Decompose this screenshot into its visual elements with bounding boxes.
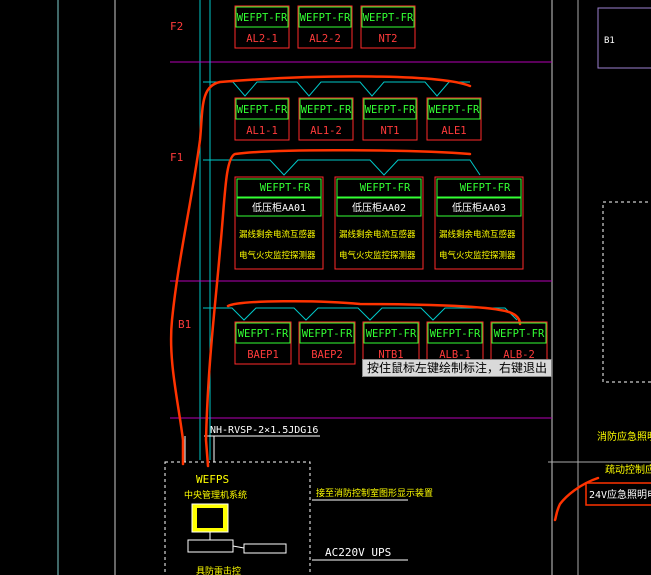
floor-label-f2: F2	[170, 20, 183, 33]
b1-module[interactable]: WEFPT-FR ALB-1	[426, 321, 484, 365]
bus-b1-modules	[203, 307, 518, 321]
module-id: NT1	[381, 125, 400, 137]
module-id: AL2-2	[309, 33, 341, 45]
panel-model: WEFPT-FR	[260, 182, 311, 194]
module-id: BAEP2	[311, 349, 343, 361]
right-panel-label: B1	[604, 36, 615, 46]
module-id: NT2	[379, 33, 398, 45]
module-id: ALB-1	[439, 349, 471, 361]
panel-line1: 漏线剩余电流互感器	[339, 229, 416, 240]
bus-f1-modules	[203, 81, 470, 97]
f1-module[interactable]: WEFPT-FR NT1	[362, 97, 418, 141]
annotation-frame	[585, 482, 651, 506]
module-model: WEFPT-FR	[366, 328, 417, 340]
module-id: ALB-2	[503, 349, 535, 361]
annotation-strokes	[169, 75, 600, 522]
modules-layer: WEFPT-FRAL2-1WEFPT-FRAL2-2WEFPT-FRNT2WEF…	[234, 5, 548, 365]
module-model: WEFPT-FR	[494, 328, 545, 340]
power-label: AC220V UPS	[325, 546, 391, 559]
panel-line2: 电气火灾监控探测器	[239, 250, 316, 261]
control-subtitle: 中央管理机系统	[184, 489, 247, 501]
b1-module[interactable]: WEFPT-FR ALB-2	[490, 321, 548, 365]
module-id: AL1-1	[246, 125, 278, 137]
module-id: AL1-2	[310, 125, 342, 137]
f2-module[interactable]: WEFPT-FR AL2-1	[234, 5, 290, 49]
module-model: WEFPT-FR	[301, 104, 352, 116]
module-model: WEFPT-FR	[430, 328, 481, 340]
f2-module[interactable]: WEFPT-FR NT2	[360, 5, 416, 49]
module-model: WEFPT-FR	[237, 12, 288, 24]
f1-module[interactable]: WEFPT-FR ALE1	[426, 97, 482, 141]
f1-module[interactable]: WEFPT-FR AL1-1	[234, 97, 290, 141]
b1-module[interactable]: WEFPT-FR NTB1	[362, 321, 420, 365]
f1-module[interactable]: WEFPT-FR AL1-2	[298, 97, 354, 141]
control-name: WEFPS	[196, 473, 229, 486]
module-model: WEFPT-FR	[365, 104, 416, 116]
panel-line1: 漏线剩余电流互感器	[439, 229, 516, 240]
floor-label-f1: F1	[170, 151, 183, 164]
right-label-2: 疏动控制应符	[605, 463, 651, 476]
f2-module[interactable]: WEFPT-FR AL2-2	[297, 5, 353, 49]
module-id: AL2-1	[246, 33, 278, 45]
panel-id: 低压柜AA01	[252, 201, 306, 214]
right-dashed-box	[602, 201, 651, 383]
control-bottom-label: 具防雷击控	[196, 565, 241, 575]
module-model: WEFPT-FR	[429, 104, 480, 116]
bus-f1-panels	[203, 159, 481, 176]
link-label: 接至消防控制室图形显示装置	[316, 487, 433, 499]
module-model: WEFPT-FR	[238, 328, 289, 340]
panel-id: 低压柜AA02	[352, 201, 406, 214]
panel-model: WEFPT-FR	[460, 182, 511, 194]
panel-line1: 漏线剩余电流互感器	[239, 229, 316, 240]
module-id: BAEP1	[247, 349, 279, 361]
panel-id: 低压柜AA03	[452, 201, 506, 214]
module-model: WEFPT-FR	[302, 328, 353, 340]
panel-model: WEFPT-FR	[360, 182, 411, 194]
control-box	[164, 461, 311, 575]
module-model: WEFPT-FR	[363, 12, 414, 24]
module-model: WEFPT-FR	[237, 104, 288, 116]
module-id: ALE1	[441, 125, 466, 137]
panel-line2: 电气火灾监控探测器	[339, 250, 416, 261]
floor-label-b1: B1	[178, 318, 191, 331]
computer-icon	[187, 503, 287, 554]
right-label-1: 消防应急照明及	[597, 430, 651, 443]
cable-label: NH-RVSP-2×1.5JDG16	[210, 425, 318, 436]
module-model: WEFPT-FR	[300, 12, 351, 24]
right-panel-box	[597, 7, 651, 69]
panel-line2: 电气火灾监控探测器	[439, 250, 516, 261]
b1-module[interactable]: WEFPT-FR BAEP2	[298, 321, 356, 365]
right-label-3: 24V应急照明电源	[589, 488, 651, 501]
command-tooltip: 按住鼠标左键绘制标注，右键退出	[362, 359, 552, 377]
b1-module[interactable]: WEFPT-FR BAEP1	[234, 321, 292, 365]
module-id: NTB1	[378, 349, 403, 361]
